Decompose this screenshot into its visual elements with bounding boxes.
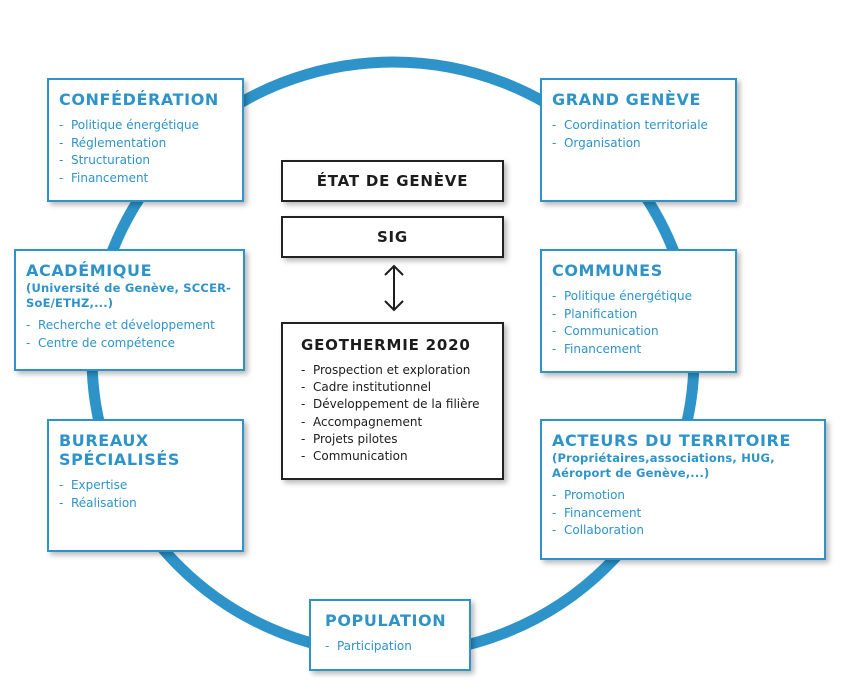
list-item: Collaboration [552,522,814,540]
etat-de-geneve-title: ÉTAT DE GENÈVE [316,172,469,190]
list-item: Développement de la filière [301,396,494,413]
communes-title: COMMUNES [552,261,663,280]
list-item: Recherche et développement [26,317,233,335]
list-item: Communication [301,448,494,465]
box-etat-de-geneve: ÉTAT DE GENÈVE [281,160,504,202]
sig-title: SIG [376,228,409,246]
box-communes: COMMUNES Politique énergétique Planifica… [540,249,737,373]
list-item: Financement [552,341,725,359]
list-item: Communication [552,323,725,341]
confederation-list: Politique énergétique Réglementation Str… [59,117,232,187]
academique-title: ACADÉMIQUE [26,261,153,280]
list-item: Politique énergétique [59,117,232,135]
geothermie-list: Prospection et exploration Cadre institu… [301,362,494,465]
list-item: Centre de compétence [26,335,233,353]
confederation-title: CONFÉDÉRATION [59,90,219,109]
acteurs-subtitle: (Propriétaires,associations, HUG, Aéropo… [552,451,775,480]
grand-geneve-title: GRAND GENÈVE [552,90,701,109]
list-item: Accompagnement [301,414,494,431]
acteurs-title: ACTEURS DU TERRITOIRE [552,431,791,450]
academique-subtitle: (Université de Genève, SCCER-SoE/ETHZ,..… [26,281,232,310]
double-arrow-icon [384,264,404,312]
geothermie-title: GEOTHERMIE 2020 [301,336,471,354]
box-bureaux-specialises: BUREAUX SPÉCIALISÉS Expertise Réalisatio… [47,419,244,552]
list-item: Cadre institutionnel [301,379,494,396]
list-item: Réalisation [59,495,232,513]
population-title: POPULATION [325,611,447,630]
bureaux-list: Expertise Réalisation [59,477,232,512]
list-item: Politique énergétique [552,288,725,306]
list-item: Organisation [552,135,725,153]
list-item: Structuration [59,152,232,170]
box-sig: SIG [281,216,504,258]
list-item: Promotion [552,487,814,505]
box-confederation: CONFÉDÉRATION Politique énergétique Régl… [47,78,244,202]
box-academique: ACADÉMIQUE (Université de Genève, SCCER-… [14,249,245,371]
list-item: Réglementation [59,135,232,153]
communes-list: Politique énergétique Planification Comm… [552,288,725,358]
list-item: Financement [59,170,232,188]
grand-geneve-list: Coordination territoriale Organisation [552,117,725,152]
list-item: Expertise [59,477,232,495]
list-item: Financement [552,505,814,523]
list-item: Participation [325,638,459,656]
list-item: Coordination territoriale [552,117,725,135]
list-item: Prospection et exploration [301,362,494,379]
list-item: Planification [552,306,725,324]
list-item: Projets pilotes [301,431,494,448]
box-grand-geneve: GRAND GENÈVE Coordination territoriale O… [540,78,737,202]
box-population: POPULATION Participation [309,599,471,671]
acteurs-list: Promotion Financement Collaboration [552,487,814,540]
box-geothermie-2020: GEOTHERMIE 2020 Prospection et explorati… [281,322,504,480]
box-acteurs-du-territoire: ACTEURS DU TERRITOIRE (Propriétaires,ass… [540,419,826,560]
academique-list: Recherche et développement Centre de com… [26,317,233,352]
bureaux-title: BUREAUX SPÉCIALISÉS [59,431,180,469]
population-list: Participation [325,638,459,656]
